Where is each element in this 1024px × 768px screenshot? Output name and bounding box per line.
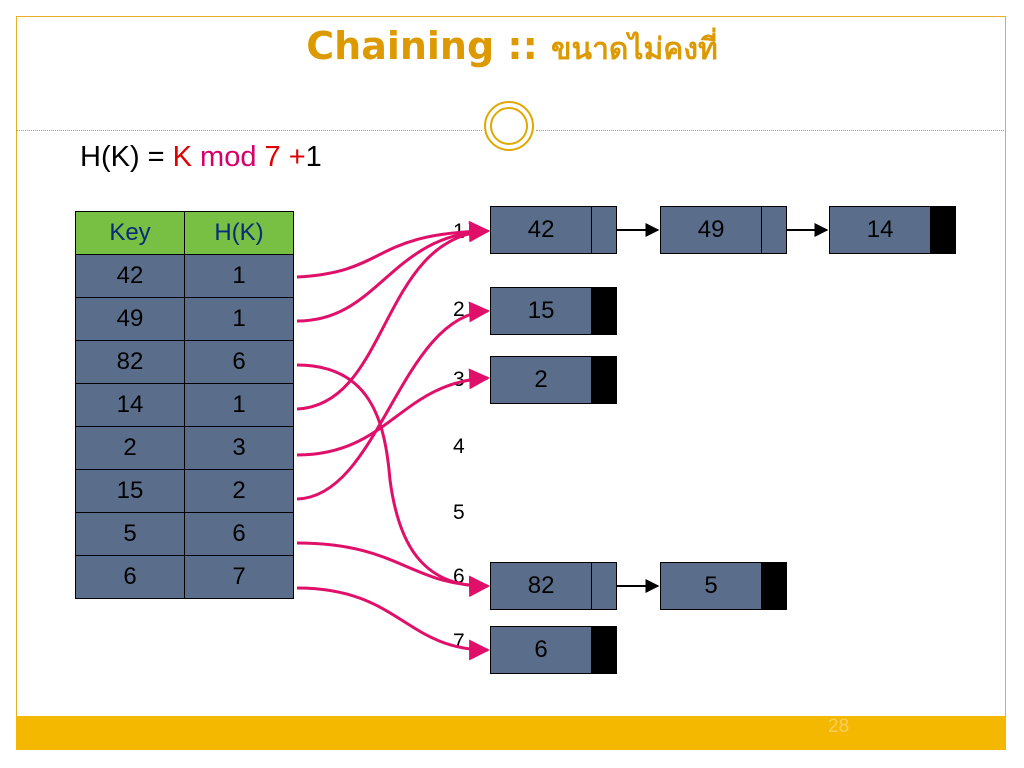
- header-hk: H(K): [184, 211, 294, 255]
- null-pointer: [592, 357, 616, 403]
- formula-one: 1: [305, 141, 322, 173]
- title-thai: ขนาดไม่คงที่: [551, 32, 718, 67]
- formula-seven: 7: [264, 141, 281, 173]
- node-value: 5: [661, 563, 763, 609]
- divider-left: [16, 130, 482, 131]
- mapping-curve-5: [296, 541, 491, 597]
- list-node: 2: [490, 356, 617, 404]
- title-text: Chaining ::: [306, 24, 538, 68]
- formula-plus: +: [280, 141, 306, 173]
- cell-hash: 1: [184, 254, 294, 298]
- list-node: 15: [490, 287, 617, 335]
- cell-key: 6: [75, 555, 185, 599]
- node-value: 49: [661, 207, 763, 253]
- slot-label-6: 6: [453, 565, 465, 588]
- cell-key: 82: [75, 340, 185, 384]
- node-value: 2: [491, 357, 593, 403]
- mapping-curve-2: [296, 368, 491, 457]
- ring-ornament-inner: [490, 107, 528, 145]
- node-value: 42: [491, 207, 593, 253]
- slot-label-7: 7: [453, 630, 465, 653]
- list-node: 5: [660, 562, 787, 610]
- cell-hash: 3: [184, 426, 294, 470]
- formula-mod: mod: [192, 141, 265, 173]
- list-node: 82: [490, 562, 617, 610]
- cell-hash: 2: [184, 469, 294, 513]
- mapping-curve-49: [296, 221, 491, 323]
- null-pointer: [931, 207, 955, 253]
- cell-hash: 7: [184, 555, 294, 599]
- null-pointer: [592, 627, 616, 673]
- mapping-curve-42: [296, 220, 491, 279]
- mapping-curve-6: [296, 586, 491, 661]
- mapping-curve-15: [296, 301, 491, 501]
- node-value: 6: [491, 627, 593, 673]
- cell-hash: 6: [184, 340, 294, 384]
- cell-hash: 1: [184, 297, 294, 341]
- slot-label-2: 2: [453, 298, 465, 321]
- slide-title: Chaining :: ขนาดไม่คงที่: [0, 24, 1024, 73]
- footer-bar: [16, 716, 1006, 750]
- node-value: 14: [830, 207, 932, 253]
- formula-lhs: H(K) =: [80, 141, 173, 173]
- slot-label-3: 3: [453, 368, 465, 391]
- null-pointer: [592, 288, 616, 334]
- list-node: 6: [490, 626, 617, 674]
- node-value: 15: [491, 288, 593, 334]
- formula-k: K: [172, 141, 192, 173]
- table-header-row: Key H(K): [75, 211, 294, 255]
- cell-hash: 6: [184, 512, 294, 556]
- page-number: 28: [828, 716, 850, 737]
- list-node: 42: [490, 206, 617, 254]
- null-pointer: [762, 563, 786, 609]
- cell-key: 5: [75, 512, 185, 556]
- list-node: 14: [829, 206, 956, 254]
- slot-label-4: 4: [453, 435, 465, 458]
- slot-label-5: 5: [453, 501, 465, 524]
- hash-formula: H(K) = K mod 7 +1: [80, 141, 322, 174]
- cell-key: 15: [75, 469, 185, 513]
- node-value: 82: [491, 563, 593, 609]
- divider-right: [536, 130, 1006, 131]
- list-node: 49: [660, 206, 787, 254]
- mapping-curve-82: [296, 363, 491, 598]
- mapping-curve-14: [296, 221, 491, 411]
- cell-key: 2: [75, 426, 185, 470]
